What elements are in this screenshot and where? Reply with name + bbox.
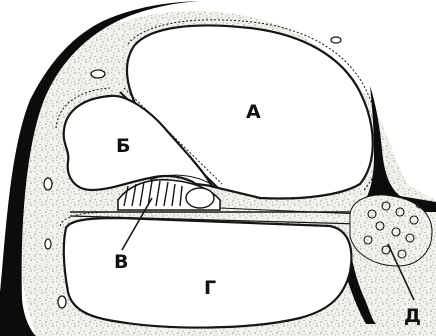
label-b: Б xyxy=(116,135,130,157)
label-a: А xyxy=(246,101,261,123)
chamber-g xyxy=(60,212,351,328)
label-d: Д xyxy=(404,305,421,327)
label-v: В xyxy=(114,251,128,273)
label-g: Г xyxy=(204,277,216,299)
